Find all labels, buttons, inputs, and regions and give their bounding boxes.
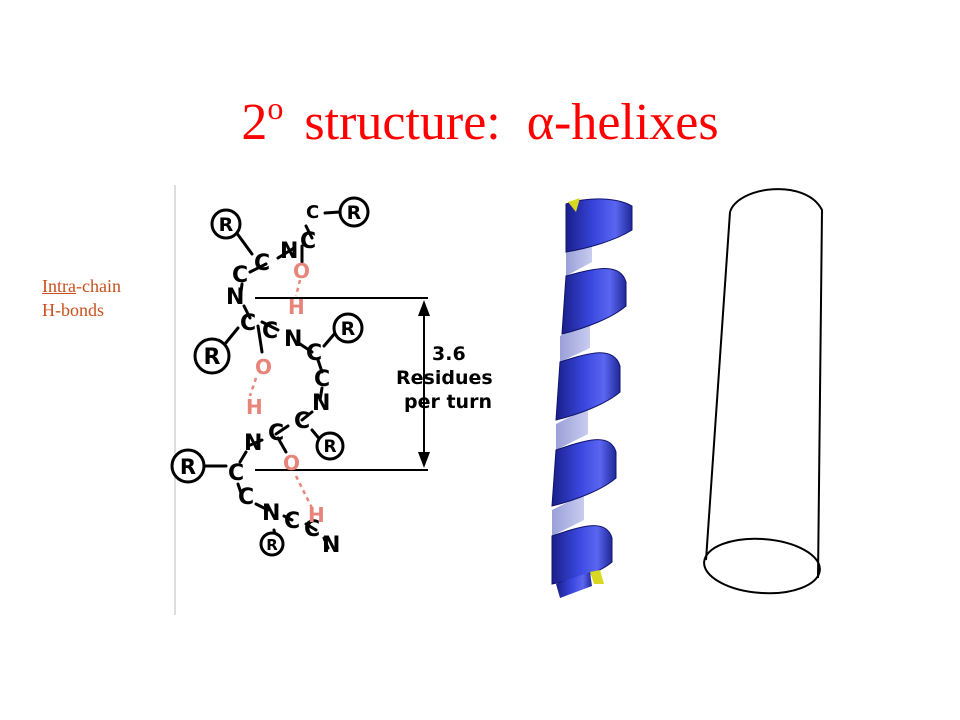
turn-arrow-down <box>418 452 430 468</box>
title-suffix: -helixes <box>554 94 719 151</box>
svg-text:C: C <box>306 341 322 366</box>
annotation-line-2: Residues <box>396 367 493 389</box>
annotation-line-3: per turn <box>404 391 492 413</box>
hydrogen-bonds <box>248 279 314 509</box>
cylinder-base <box>703 537 821 595</box>
svg-text:C: C <box>284 509 300 534</box>
svg-text:C: C <box>262 319 278 344</box>
hbond-label-line2: H-bonds <box>42 300 104 320</box>
hbond-label-chain: -chain <box>75 276 121 296</box>
cylinder-left-edge <box>705 211 731 561</box>
turn-arrow-up <box>418 300 430 316</box>
r-group <box>193 337 231 375</box>
r-group <box>332 312 364 344</box>
svg-text:R: R <box>266 536 278 554</box>
hbond-label: Intra-chain H-bonds <box>42 274 121 322</box>
r-groups <box>170 196 370 557</box>
backbone-atoms: C C N C C N C C N C C N C C N C C N C C … <box>226 202 340 558</box>
svg-text:C: C <box>268 421 284 446</box>
svg-text:H: H <box>308 503 325 527</box>
svg-text:N: N <box>322 533 340 558</box>
hbond-atoms: O H O H O H <box>246 259 325 527</box>
svg-text:C: C <box>254 251 270 276</box>
ribbon-tail <box>556 572 592 598</box>
ribbon-front-strands <box>551 198 633 585</box>
svg-text:H: H <box>288 295 305 319</box>
ribbon-helix <box>551 198 633 598</box>
title-superscript: o <box>267 90 284 126</box>
backbone-schematic: 3.6 Residues per turn <box>170 185 493 615</box>
r-group <box>338 196 370 228</box>
svg-text:C: C <box>238 485 254 510</box>
svg-text:R: R <box>341 318 356 340</box>
svg-text:C: C <box>232 263 248 288</box>
svg-text:R: R <box>347 202 362 224</box>
svg-text:R: R <box>323 437 336 457</box>
r-group <box>315 431 345 461</box>
r-group <box>170 448 206 484</box>
title-prefix: 2 <box>241 94 268 151</box>
svg-text:O: O <box>255 355 272 379</box>
title-main: structure: <box>291 94 527 151</box>
ribbon-tip-top <box>568 198 580 212</box>
svg-text:N: N <box>280 239 298 264</box>
svg-text:N: N <box>262 501 280 526</box>
hbond-label-line1: Intra-chain <box>42 274 121 298</box>
svg-text:N: N <box>226 285 244 310</box>
backbone-bonds <box>202 210 342 550</box>
svg-text:C: C <box>306 202 319 223</box>
cylinder-top-and-right <box>729 188 824 579</box>
svg-text:C: C <box>300 229 316 254</box>
svg-text:R: R <box>180 455 196 479</box>
annotation-line-1: 3.6 <box>432 343 466 365</box>
svg-text:H: H <box>246 395 263 419</box>
svg-text:C: C <box>294 409 310 434</box>
r-group <box>210 208 242 240</box>
svg-text:O: O <box>283 451 300 475</box>
svg-text:C: C <box>228 461 244 486</box>
r-group <box>259 531 285 557</box>
svg-text:N: N <box>244 431 262 456</box>
svg-text:O: O <box>293 259 310 283</box>
helix-cylinder <box>703 188 824 595</box>
title-greek-alpha: α <box>526 94 554 151</box>
svg-text:N: N <box>284 327 302 352</box>
svg-text:N: N <box>312 391 330 416</box>
ribbon-tip-bottom <box>590 570 604 584</box>
r-group-labels: R R R R R R R <box>180 202 362 554</box>
slide-title: 2o structure: α-helixes <box>0 88 960 163</box>
svg-text:C: C <box>240 311 256 336</box>
residues-per-turn-annotation: 3.6 Residues per turn <box>396 343 493 413</box>
hbond-label-intra: Intra <box>42 276 76 296</box>
svg-text:R: R <box>219 214 234 236</box>
svg-text:C: C <box>314 367 330 392</box>
svg-text:R: R <box>204 345 221 370</box>
svg-text:C: C <box>304 517 320 542</box>
